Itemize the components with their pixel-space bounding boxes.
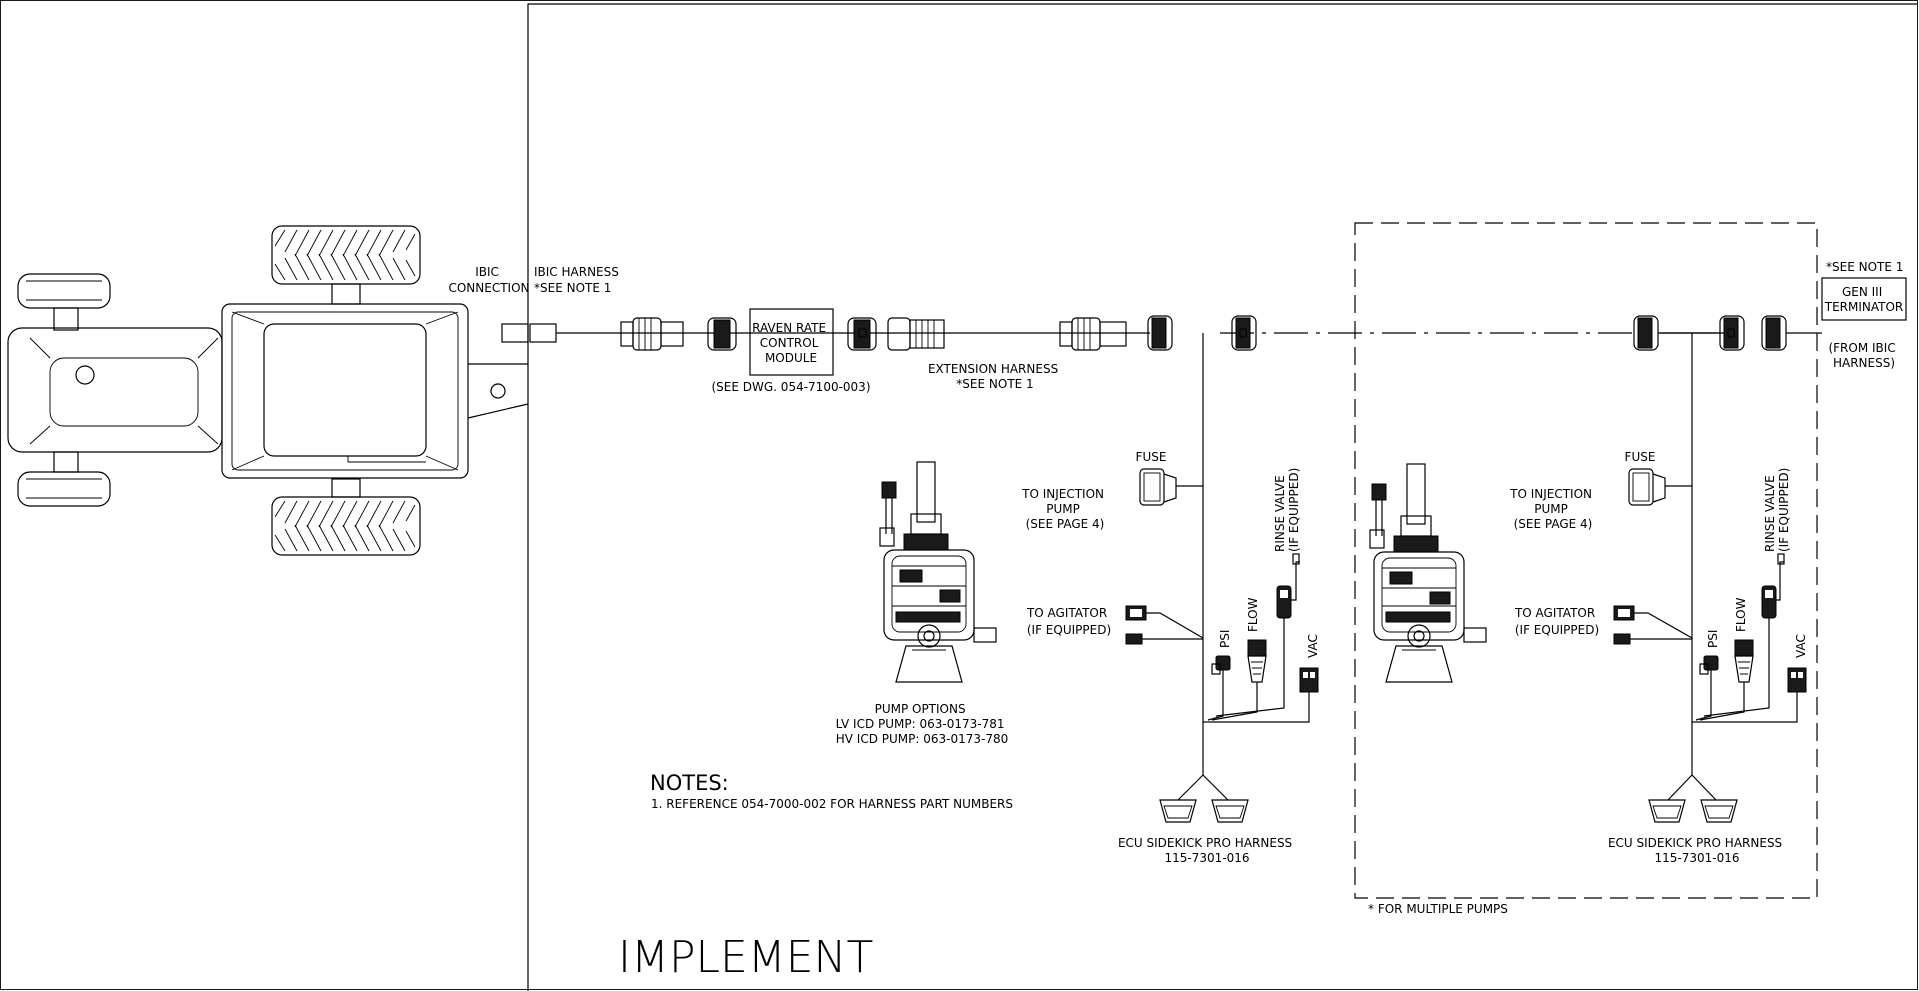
harness-connector-icon	[620, 317, 684, 351]
injection-pump-label: TO INJECTION PUMP (SEE PAGE 4)	[1021, 487, 1108, 531]
ecu-harness-label: ECU SIDEKICK PRO HARNESS 115-7301-016	[1118, 836, 1296, 865]
flow-sensor-icon	[1699, 639, 1754, 721]
ibic-harness-label: IBIC HARNESS *SEE NOTE 1	[534, 265, 623, 295]
harness-connector-icon	[1761, 315, 1787, 351]
ecu-split	[1177, 774, 1229, 801]
flow-label: FLOW	[1246, 597, 1260, 632]
ecu-connector-icon	[1648, 799, 1738, 823]
harness-connector-icon	[887, 317, 945, 351]
front-wheel-bottom	[17, 451, 111, 507]
harness-connector-icon	[1059, 317, 1127, 351]
harness-connector-icon	[1231, 315, 1257, 351]
svg-text:GEN III TERMINATOR: GEN III TERMINATOR	[1824, 285, 1904, 314]
fuse-label: FUSE	[1136, 450, 1167, 464]
injection-pump-icon	[879, 461, 997, 683]
agitator-label: TO AGITATOR (IF EQUIPPED)	[1026, 606, 1111, 637]
notes-title: NOTES:	[650, 771, 729, 795]
multiple-pumps-box	[1354, 222, 1818, 899]
rinse-valve-label: RINSE VALVE (IF EQUIPPED)	[1273, 468, 1301, 552]
vac-sensor-icon	[1700, 667, 1807, 723]
rear-wheel-bottom	[271, 478, 421, 556]
exhaust-stack	[75, 365, 95, 385]
psi-label: PSI	[1706, 630, 1720, 648]
ecu-split	[1667, 774, 1717, 801]
front-wheel-top	[17, 273, 111, 331]
psi-label: PSI	[1218, 630, 1232, 648]
rate-control-module: RAVEN RATE CONTROL MODULE	[749, 308, 834, 376]
implement-frame	[527, 3, 1917, 991]
harness-connector-icon	[1147, 315, 1173, 351]
fuse-label: FUSE	[1625, 450, 1656, 464]
rinse-valve-label: RINSE VALVE (IF EQUIPPED)	[1763, 468, 1791, 552]
extension-harness-label: EXTENSION HARNESS *SEE NOTE 1	[928, 362, 1062, 391]
injection-pump-icon	[1369, 463, 1487, 683]
tractor-cab	[221, 303, 469, 479]
multiple-pumps-label: * FOR MULTIPLE PUMPS	[1368, 902, 1508, 916]
rate-module-ref-label: (SEE DWG. 054-7100-003)	[712, 380, 871, 394]
note-1: 1. REFERENCE 054-7000-002 FOR HARNESS PA…	[651, 797, 1013, 811]
harness-connector-icon	[1719, 315, 1745, 351]
agitator-label: TO AGITATOR (IF EQUIPPED)	[1514, 606, 1599, 637]
pressure-sensor-icon	[1695, 655, 1719, 721]
vac-label: VAC	[1306, 634, 1320, 658]
valve-icon	[1215, 553, 1300, 717]
agitator-connector-icon	[1613, 605, 1693, 645]
terminator-note: *SEE NOTE 1	[1826, 260, 1903, 274]
harness-connector-icon	[847, 317, 877, 351]
vac-label: VAC	[1794, 634, 1808, 658]
svg-text:RAVEN RATE CONTROL: RAVEN RATE CONTROL MODULE	[752, 321, 830, 365]
flow-sensor-icon	[1211, 639, 1267, 721]
pressure-sensor-icon	[1207, 655, 1231, 721]
tractor-icon	[7, 225, 529, 556]
valve-icon	[1703, 553, 1785, 717]
injection-pump-label: TO INJECTION PUMP (SEE PAGE 4)	[1509, 487, 1596, 531]
implement-title: IMPLEMENT	[618, 932, 873, 983]
tractor-hitch	[467, 363, 529, 419]
fuse-icon	[1628, 468, 1692, 506]
flow-label: FLOW	[1734, 597, 1748, 632]
agitator-connector-icon	[1125, 605, 1204, 645]
fuse-icon	[1139, 468, 1203, 506]
vac-sensor-icon	[1212, 667, 1319, 723]
gen3-terminator: GEN III TERMINATOR	[1821, 277, 1907, 321]
harness-connector-icon	[707, 317, 737, 351]
ecu-connector-icon	[1159, 799, 1249, 823]
ibic-connector-icon	[501, 323, 557, 343]
ecu-harness-label: ECU SIDEKICK PRO HARNESS 115-7301-016	[1608, 836, 1786, 865]
harness-connector-icon	[1633, 315, 1659, 351]
terminator-from-label: (FROM IBIC HARNESS)	[1828, 341, 1899, 370]
tractor-hood	[7, 327, 223, 453]
rear-wheel-top	[271, 225, 421, 305]
ibic-connection-label: IBIC CONNECTION	[448, 265, 529, 295]
pump-options-label: PUMP OPTIONS LV ICD PUMP: 063-0173-781 H…	[836, 702, 1009, 746]
